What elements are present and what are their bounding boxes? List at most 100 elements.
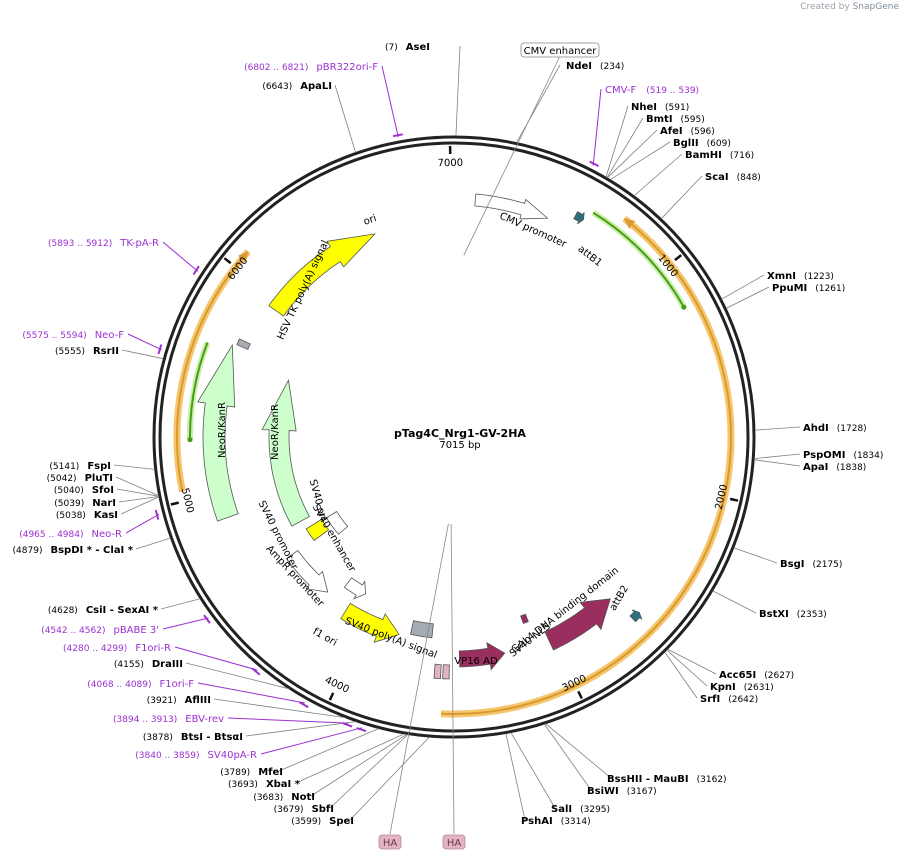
orf-line [440, 217, 732, 716]
enzyme-leader-nhei [605, 105, 629, 178]
orf-green-tip [187, 437, 193, 443]
feature-neor-kanr [197, 343, 239, 522]
enzyme-label-asei: (7)AseI [385, 42, 430, 53]
primer-mark-f1ori-r [251, 667, 261, 676]
enzyme-leader-draiii [185, 662, 290, 690]
feature-vp16-ad [458, 642, 506, 671]
backbone-inner-strand [158, 141, 750, 733]
credit-brand: SnapGene [852, 2, 899, 12]
tick-mark [577, 690, 583, 700]
enzyme-leader-ahdi [754, 426, 801, 431]
boxed-leader-cmv-enhancer [463, 55, 561, 256]
enzyme-label-nari: (5039)NarI [54, 498, 116, 509]
enzyme-label-kpni: KpnI(2631) [710, 682, 774, 693]
enzyme-label-draiii: (4155)DraIII [114, 659, 183, 670]
primer-leader-neo-r [125, 513, 160, 534]
tick-mark [170, 501, 179, 506]
enzyme-label-pluti: (5042)PluTI [47, 473, 113, 484]
enzyme-leader-btsi-bts-i [245, 721, 356, 737]
enzyme-leader-bmti [606, 117, 644, 178]
feature-sv40-promoter [285, 549, 329, 593]
primer-label-pbr322ori-f: (6802 .. 6821)pBR322ori-F [244, 62, 378, 73]
primer-label-cmv-f: CMV-F(519 .. 539) [605, 85, 699, 96]
enzyme-leader-mfei [278, 728, 380, 772]
enzyme-label-bspdi-clai: (4879)BspDI * - ClaI * [13, 545, 134, 556]
plasmid-length: 7015 bp [439, 440, 480, 451]
enzyme-label-bsshii-maubi: BssHII - MauBI(3162) [607, 774, 727, 785]
orf-glow [440, 215, 735, 718]
enzyme-label-noti: (3683)NotI [253, 792, 315, 803]
feature-gal4-dna-binding-domain [544, 598, 611, 651]
credit-prefix: Created by [800, 2, 850, 12]
primer-label-tk-pa-r: (5893 .. 5912)TK-pA-R [48, 238, 159, 249]
feature-sv40-ori [305, 518, 330, 542]
feature-label-neor-kanr: NeoR/KanR [217, 402, 228, 458]
enzyme-leader-pluti [115, 476, 159, 497]
enzyme-label-spei: (3599)SpeI [291, 816, 354, 827]
enzyme-label-acc65i: Acc65I(2627) [719, 670, 794, 681]
enzyme-leader-ndei [516, 64, 561, 143]
tick-mark [674, 254, 682, 262]
feature-label-f1-ori: f1 ori [311, 626, 339, 649]
enzyme-label-kasi: (5038)KasI [56, 510, 118, 521]
boxed-label-cmv-enhancer: CMV enhancer [524, 46, 598, 57]
enzyme-label-bstxi: BstXI(2353) [759, 609, 827, 620]
primer-label-f1ori-r: (4280 .. 4299)F1ori-R [63, 643, 171, 654]
feature-label-neor-kanr-inner: NeoR/KanR [270, 404, 281, 460]
snapgene-credit: Created by SnapGene [800, 2, 899, 12]
enzyme-label-srfi: SrfI(2642) [700, 694, 758, 705]
enzyme-leader-fspi [113, 464, 155, 470]
primer-mark-cmv-f [589, 160, 599, 167]
tick-mark [223, 257, 232, 265]
enzyme-leader-bstxi [712, 590, 757, 614]
enzyme-label-afei: AfeI(596) [660, 126, 715, 137]
enzyme-leader-bglii [609, 141, 671, 181]
enzyme-leader-bamhi [633, 153, 683, 197]
primer-label-neo-f: (5575 .. 5594)Neo-F [22, 330, 124, 341]
enzyme-label-pshai: PshAI(3314) [521, 816, 591, 827]
enzyme-leader-xbai [295, 733, 405, 784]
enzyme-label-scai: ScaI(848) [705, 172, 761, 183]
boxed-label-box-ha [378, 834, 402, 850]
enzyme-leader-nari [118, 496, 159, 503]
primer-leader-ebv-rev [227, 717, 349, 724]
feature-label-vp16-ad: VP16 AD [454, 656, 498, 667]
primer-leader-tk-pa-r [162, 241, 199, 272]
primer-leader-cmv-f [592, 88, 602, 166]
primer-label-ebv-rev: (3894 .. 3913)EBV-rev [113, 714, 224, 725]
primer-leader-f1ori-f [197, 682, 305, 704]
enzyme-label-pspomi: PspOMI(1834) [803, 450, 883, 461]
enzyme-leader-bspdi-clai [135, 537, 171, 550]
enzyme-leader-pspomi [754, 453, 801, 459]
enzyme-label-xbai: (3693)XbaI * [228, 779, 301, 790]
enzyme-leader-spei [349, 736, 430, 821]
primer-mark-neo-f [157, 344, 163, 355]
plasmid-name: pTag4C_Nrg1-GV-2HA [394, 427, 526, 440]
enzyme-leader-acc65i [667, 648, 717, 675]
tick-mark [328, 692, 335, 701]
enzyme-leader-sbfi [329, 734, 409, 809]
feature-hsv-tk-poly-a-signal [236, 338, 251, 351]
feature-label-attb2: attB2 [608, 584, 631, 613]
enzyme-label-bsiwi: BsiWI(3167) [587, 786, 657, 797]
primer-mark-tk-pa-r [192, 265, 200, 276]
enzyme-label-bmti: BmtI(595) [646, 114, 705, 125]
boxed-label-box-cmv-enhancer [520, 42, 600, 58]
primer-leader-sv40pa-r [260, 727, 363, 755]
feature-cmv-promoter [474, 193, 549, 220]
orf-layer [173, 210, 735, 718]
enzyme-label-sali: SalI(3295) [551, 804, 610, 815]
enzyme-leader-ppumi [726, 286, 770, 309]
tick-label: 7000 [438, 158, 464, 169]
enzyme-leader-noti [310, 733, 408, 797]
orf-green-tip [681, 304, 687, 310]
boxed-label-ha: HA [383, 838, 398, 849]
boxed-label-ha: HA [447, 838, 462, 849]
orf-green-line [592, 211, 685, 308]
primer-label-pbabe-3: (4542 .. 4562)pBABE 3' [41, 625, 159, 636]
feature-sv40-nls [520, 613, 529, 625]
enzyme-leader-bsshii-maubi [545, 723, 612, 779]
primer-mark-pbr322ori-f [392, 133, 403, 138]
enzyme-leader-sali [510, 732, 556, 809]
tick-label: 4000 [323, 675, 351, 696]
